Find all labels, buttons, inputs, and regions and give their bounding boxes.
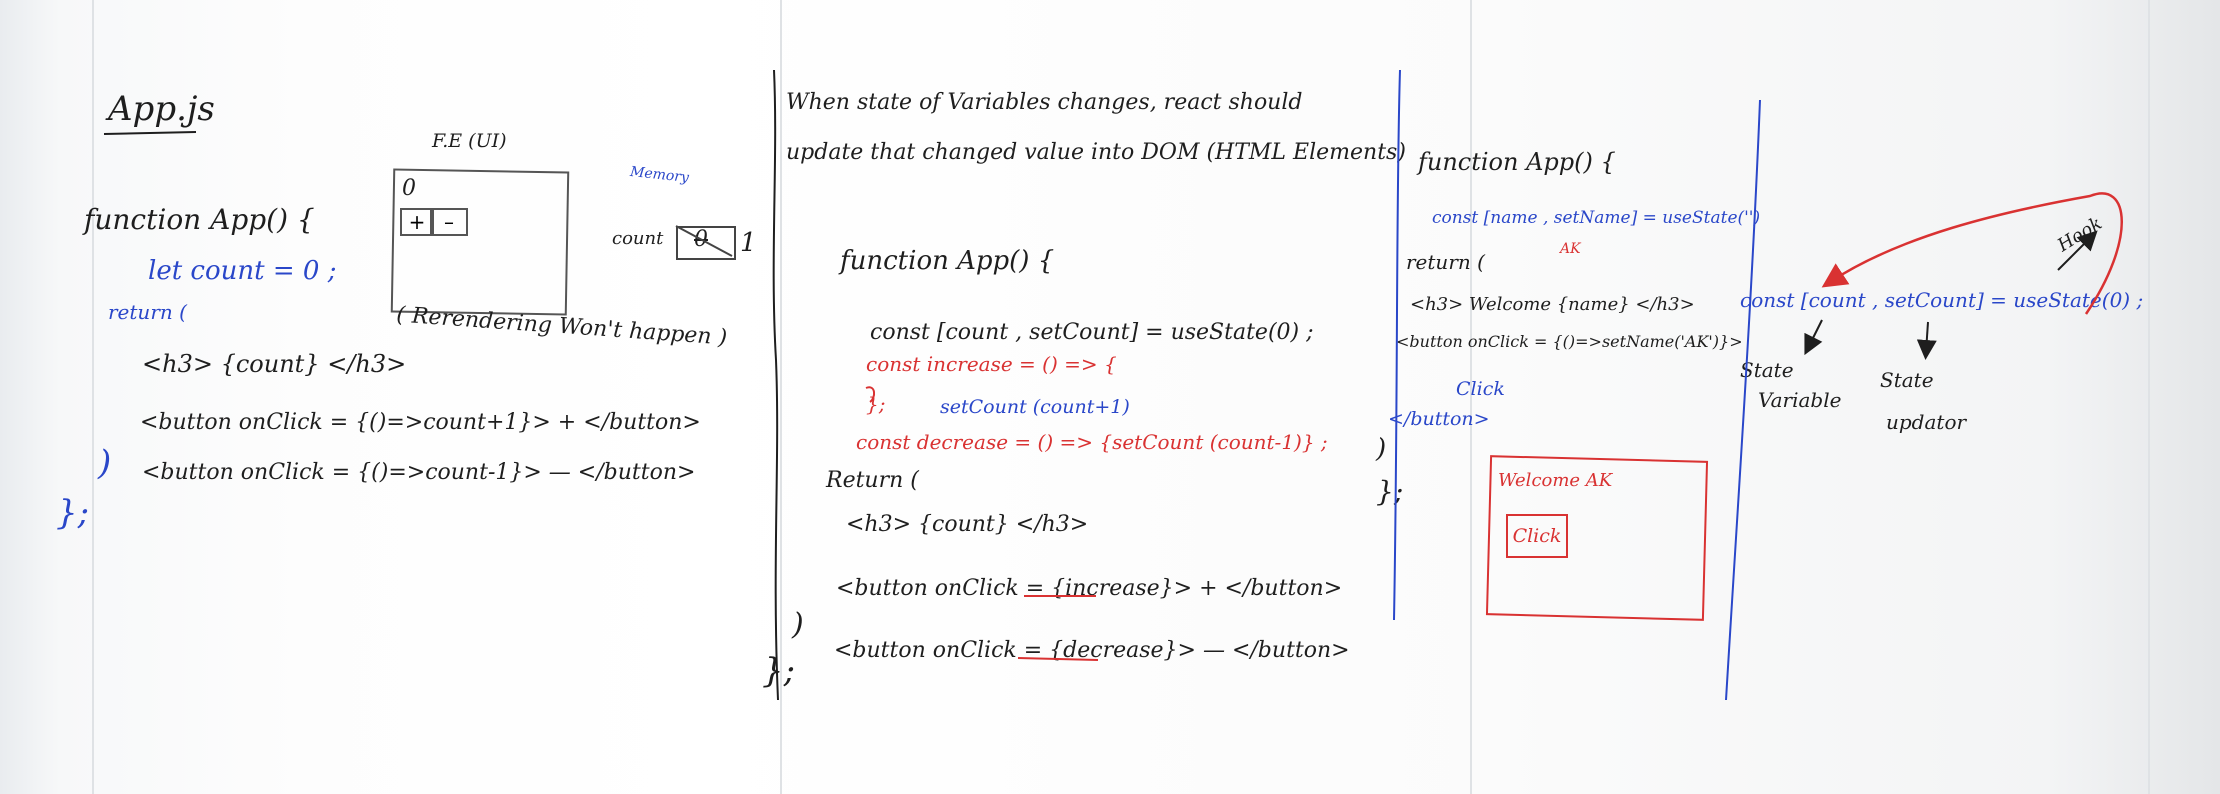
p2-code-line-3: const increase = () => { xyxy=(866,352,1117,376)
increase-bracket xyxy=(865,386,876,403)
divider-panel-2-3 xyxy=(1393,69,1401,621)
state-updator-label-1: State xyxy=(1880,368,1934,392)
p3-annotation: AK xyxy=(1560,241,1581,257)
decrease-underline xyxy=(1017,657,1099,661)
p3-code-line-3: return ( xyxy=(1406,250,1485,274)
p1-code-line-3: return ( xyxy=(108,300,187,324)
state-note-line-1: When state of Variables changes, react s… xyxy=(786,90,1303,115)
hook-label-arrow xyxy=(2057,230,2098,271)
divider-panel-3-4 xyxy=(1725,99,1761,701)
p1-code-line-1: function App() { xyxy=(84,203,315,236)
state-variable-label-2: Variable xyxy=(1758,388,1842,412)
p3-code-line-2: const [name , setName] = useState('') xyxy=(1432,208,1761,228)
state-updator-label-2: updator xyxy=(1886,410,1967,434)
p1-code-line-5: <button onClick = {()=>count+1}> + </but… xyxy=(140,410,701,435)
p2-code-line-1: function App() { xyxy=(840,246,1055,276)
p2-code-line-6: const decrease = () => {setCount (count-… xyxy=(856,430,1328,454)
memory-count-label: count xyxy=(612,228,664,249)
state-variable-arrow xyxy=(1804,319,1823,356)
p3-code-line-1: function App() { xyxy=(1418,148,1616,176)
p2-code-line-2: const [count , setCount] = useState(0) ; xyxy=(870,320,1314,345)
ui-mock-plus-label: + xyxy=(408,210,426,234)
state-note-line-2: update that changed value into DOM (HTML… xyxy=(786,140,1406,165)
p2-code-line-9: <button onClick = {increase}> + </button… xyxy=(836,576,1343,601)
memory-cell xyxy=(676,226,736,260)
p4-code: const [count , setCount] = useState(0) ; xyxy=(1740,288,2144,312)
p2-code-line-8: <h3> {count} </h3> xyxy=(846,512,1089,537)
panel1-heading: App.js xyxy=(108,89,215,129)
board-seam xyxy=(780,0,782,794)
board-seam xyxy=(1470,0,1472,794)
state-variable-label-1: State xyxy=(1740,358,1794,382)
p1-code-line-7: ) xyxy=(98,443,112,483)
board-seam xyxy=(92,0,94,794)
p3-code-line-9: }; xyxy=(1376,475,1404,508)
p3-code-line-7: </button> xyxy=(1388,408,1490,430)
memory-crossout xyxy=(675,225,733,257)
p2-code-line-5: }; xyxy=(866,392,886,416)
p3-code-line-6: Click xyxy=(1456,378,1505,400)
p1-code-line-2: let count = 0 ; xyxy=(148,256,337,286)
p2-code-line-7: Return ( xyxy=(826,468,919,493)
state-updator-arrow xyxy=(1916,321,1937,360)
panel1-ui-label: F.E (UI) xyxy=(432,130,507,152)
p2-code-line-11: ) xyxy=(792,607,804,642)
heading-underline xyxy=(103,131,197,135)
welcome-preview-title: Welcome AK xyxy=(1498,470,1613,491)
ui-mock-minus-label: – xyxy=(444,210,454,234)
ui-mock-plus-button: + xyxy=(400,208,434,236)
hook-curve-arrow xyxy=(1821,192,2123,315)
p3-code-line-5: <button onClick = {()=>setName('AK')}> xyxy=(1396,332,1743,351)
p1-code-line-8: }; xyxy=(56,493,90,533)
welcome-preview-button-label: Click xyxy=(1512,525,1562,547)
p2-code-line-12: }; xyxy=(762,651,796,691)
p3-code-line-8: ) xyxy=(1376,434,1387,464)
p2-code-line-4: setCount (count+1) xyxy=(940,396,1130,418)
p1-code-line-4: <h3> {count} </h3> xyxy=(142,350,407,378)
divider-panel-1-2 xyxy=(772,69,779,701)
ui-mock-minus-button: – xyxy=(430,208,468,236)
memory-new-value: 1 xyxy=(740,228,757,258)
p1-code-line-6: <button onClick = {()=>count-1}> — </but… xyxy=(142,460,696,485)
p3-code-line-4: <h3> Welcome {name} </h3> xyxy=(1410,294,1695,315)
board-seam xyxy=(2148,0,2150,794)
welcome-preview-button: Click xyxy=(1506,514,1568,558)
p2-code-line-10: <button onClick = {decrease}> — </button… xyxy=(834,638,1350,663)
ui-mock-value: 0 xyxy=(402,176,416,201)
